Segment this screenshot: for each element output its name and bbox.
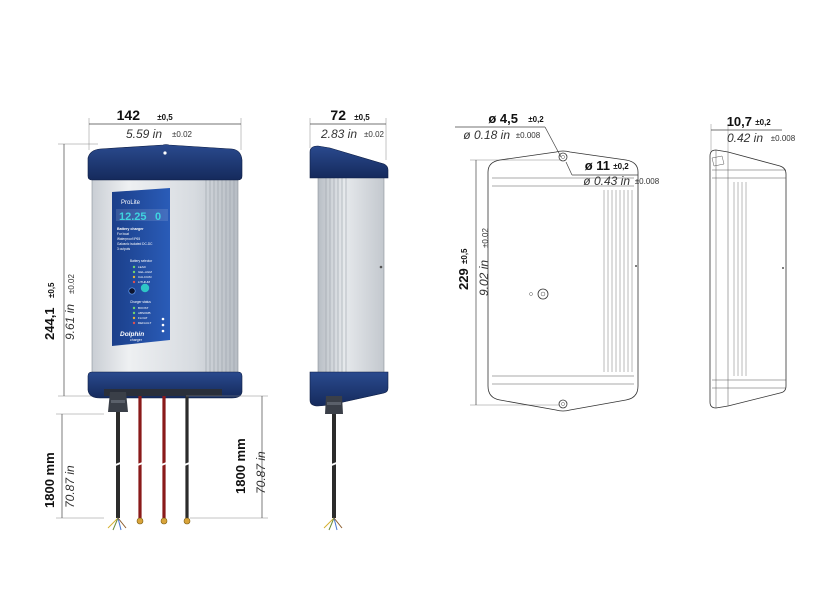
front-width-dimension: 142 ±0,5 5.59 in ±0.02 [88, 107, 242, 150]
label-line-2: For boat [117, 232, 129, 236]
front-cables [107, 392, 193, 531]
label-selector-button [128, 287, 136, 295]
mount-height-tol: ±0,5 [460, 248, 469, 264]
side-top-cap [309, 145, 389, 179]
front-top-cap [87, 144, 243, 181]
label-brand-line: ProLite [121, 200, 141, 206]
side-screw-dot [379, 265, 383, 269]
label-mode-3: FLOAT [138, 316, 148, 320]
mount-slot-tol: ±0,2 [613, 162, 629, 171]
front-width-mm: 142 [117, 107, 141, 123]
front-label-panel: ProLite 12.25 0 Battery charger For boat… [112, 188, 170, 346]
profile-depth-mm: 10,7 [727, 114, 752, 129]
label-status-title: Battery selector [130, 259, 153, 263]
side-width-mm: 72 [330, 107, 346, 123]
mount-height-dimension: 229 ±0,5 9.02 in ±0.02 [456, 159, 560, 406]
front-cable-left-dimension: 1800 mm 70.87 in [42, 413, 104, 519]
profile-depth-dimension: 10,7 ±0,2 0.42 in ±0.008 [710, 114, 796, 152]
label-mode-2: ABSORB [138, 311, 151, 315]
side-cable-in: 70.87 in [254, 451, 268, 494]
label-status-leds [132, 265, 136, 284]
front-top-screw [163, 151, 167, 155]
mount-hole-tol: ±0,2 [528, 115, 544, 124]
front-height-in: 9.61 in [63, 304, 77, 340]
mount-hole-mm: ø 4,5 [488, 111, 518, 126]
label-line-3: Waterproof IP65 [117, 237, 140, 241]
label-info-badge-icon [140, 283, 150, 293]
side-width-dimension: 72 ±0,5 2.83 in ±0.02 [309, 107, 387, 160]
label-certification-icons [161, 317, 165, 333]
label-status-1: LEAD [138, 265, 147, 269]
side-view: 72 ±0,5 2.83 in ±0.02 [309, 107, 389, 531]
mount-hole-in-tol: ±0.008 [516, 131, 541, 140]
mount-slot-in-tol: ±0.008 [635, 177, 660, 186]
mount-slot-in: ø 0.43 in [583, 174, 630, 188]
mount-hole-dimension: ø 4,5 ±0,2 ø 0.18 in ±0.008 [455, 111, 562, 158]
label-status-3: CALCIUM [138, 275, 152, 279]
profile-depth-in: 0.42 in [727, 131, 763, 145]
front-cooling-ribs [205, 178, 235, 372]
front-height-in-tol: ±0.02 [67, 273, 76, 294]
label-mode-leds [132, 306, 136, 325]
label-mode-4: DEFAULT [138, 321, 151, 325]
label-status-4: LITHIUM [138, 280, 151, 284]
mount-top-hole [558, 152, 568, 162]
front-cable-left-mm: 1800 mm [42, 452, 57, 508]
side-cable-dimension: 1800 mm 70.87 in [186, 395, 268, 519]
mount-height-mm: 229 [456, 268, 471, 290]
label-model: 12.25 [119, 211, 147, 223]
mount-slot-mm: ø 11 [585, 158, 610, 173]
label-status-2: GEL-AGM [138, 270, 152, 274]
front-width-in-tol: ±0.02 [172, 130, 193, 139]
label-line-1: Battery charger [117, 227, 144, 231]
profile-depth-tol: ±0,2 [755, 118, 771, 127]
mount-bottom-slot [558, 399, 568, 409]
front-view: 142 ±0,5 5.59 in ±0.02 244,1 ±0,5 9.61 i… [42, 107, 243, 531]
label-logo-sub: charger [130, 338, 143, 342]
mount-center-hole [537, 288, 549, 300]
mount-view: ø 4,5 ±0,2 ø 0.18 in ±0.008 ø 11 ±0,2 ø … [455, 111, 660, 412]
label-model-suffix: 0 [155, 211, 161, 223]
side-width-in-tol: ±0.02 [364, 130, 385, 139]
label-mode-title: Charger status [130, 300, 151, 304]
side-width-tol: ±0,5 [354, 113, 370, 122]
mount-height-in-tol: ±0.02 [481, 227, 490, 248]
front-cable-left-in: 70.87 in [63, 465, 77, 508]
label-line-4: Galvanic isolated DC-DC [117, 242, 153, 246]
mount-ribs [603, 190, 633, 372]
side-width-in: 2.83 in [320, 127, 357, 141]
front-height-dimension: 244,1 ±0,5 9.61 in ±0.02 [42, 143, 98, 397]
front-width-tol: ±0,5 [157, 113, 173, 122]
side-cable-mm: 1800 mm [233, 438, 248, 494]
profile-depth-in-tol: ±0.008 [771, 134, 796, 143]
mount-hole-in: ø 0.18 in [463, 128, 510, 142]
front-height-mm: 244,1 [42, 307, 57, 340]
mount-slot-dimension: ø 11 ±0,2 ø 0.43 in ±0.008 [565, 158, 660, 188]
label-logo: Dolphin [120, 331, 144, 338]
mount-height-in: 9.02 in [477, 260, 491, 296]
label-line-5: 3 outputs [117, 247, 131, 251]
profile-view: 10,7 ±0,2 0.42 in ±0.008 [709, 114, 796, 409]
front-height-tol: ±0,5 [47, 282, 56, 298]
label-mode-1: BOOST [138, 306, 149, 310]
side-bottom-cap [309, 371, 389, 407]
front-width-in: 5.59 in [126, 127, 162, 141]
